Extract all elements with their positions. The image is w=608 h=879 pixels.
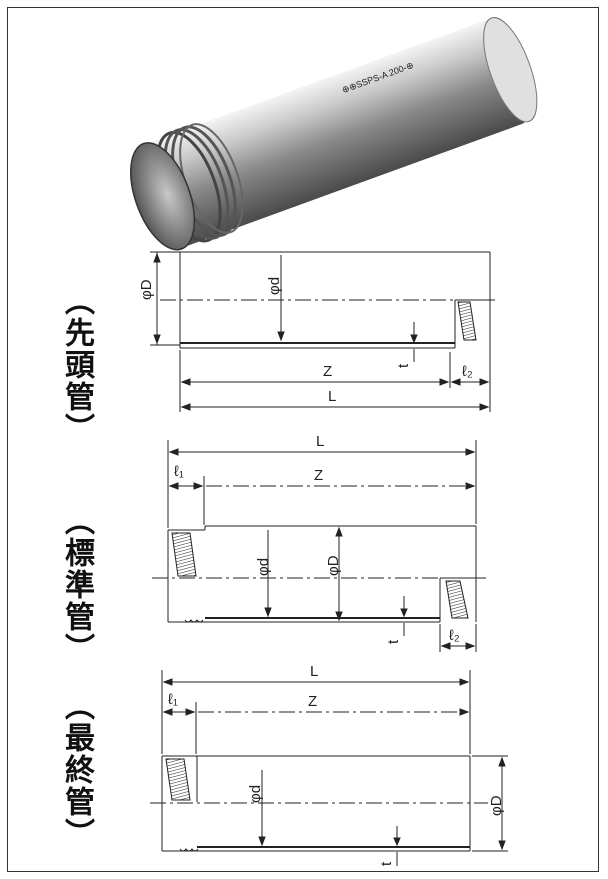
standard-phid-label: φd: [255, 558, 272, 576]
standard-Z-label: Z: [314, 467, 323, 484]
lead-L-label: L: [328, 388, 336, 405]
lead-phiD-label: φD: [138, 279, 155, 300]
standard-phiD-label: φD: [325, 555, 342, 576]
section-label-lead-pipe: （先頭管）: [59, 285, 94, 445]
diagram-standard-pipe: [152, 440, 486, 652]
final-t-label: t: [378, 861, 395, 866]
lead-phid-label: φd: [266, 277, 283, 295]
lead-Z-label: Z: [323, 363, 332, 380]
standard-t-label: t: [385, 639, 402, 644]
pipe-photo: ⊕⊕SSPS-A 200-⊕: [130, 17, 538, 251]
final-l1-label: ℓ₁: [168, 691, 178, 708]
standard-l2-label: ℓ₂: [449, 627, 460, 644]
lead-t-label: t: [395, 363, 412, 368]
final-Z-label: Z: [308, 693, 317, 710]
section-label-final-pipe: （最終管）: [59, 690, 94, 850]
final-phid-label: φd: [247, 785, 264, 803]
figure-frame: [7, 7, 599, 872]
diagram-lead-pipe: [150, 251, 495, 412]
standard-l1-label: ℓ₁: [174, 463, 184, 480]
lead-l2-label: ℓ₂: [462, 363, 473, 380]
diagram-final-pipe: [150, 670, 508, 866]
final-L-label: L: [310, 663, 318, 680]
final-phiD-label: φD: [488, 795, 505, 816]
standard-L-label: L: [316, 433, 324, 450]
section-label-standard-pipe: （標準管）: [59, 505, 94, 665]
